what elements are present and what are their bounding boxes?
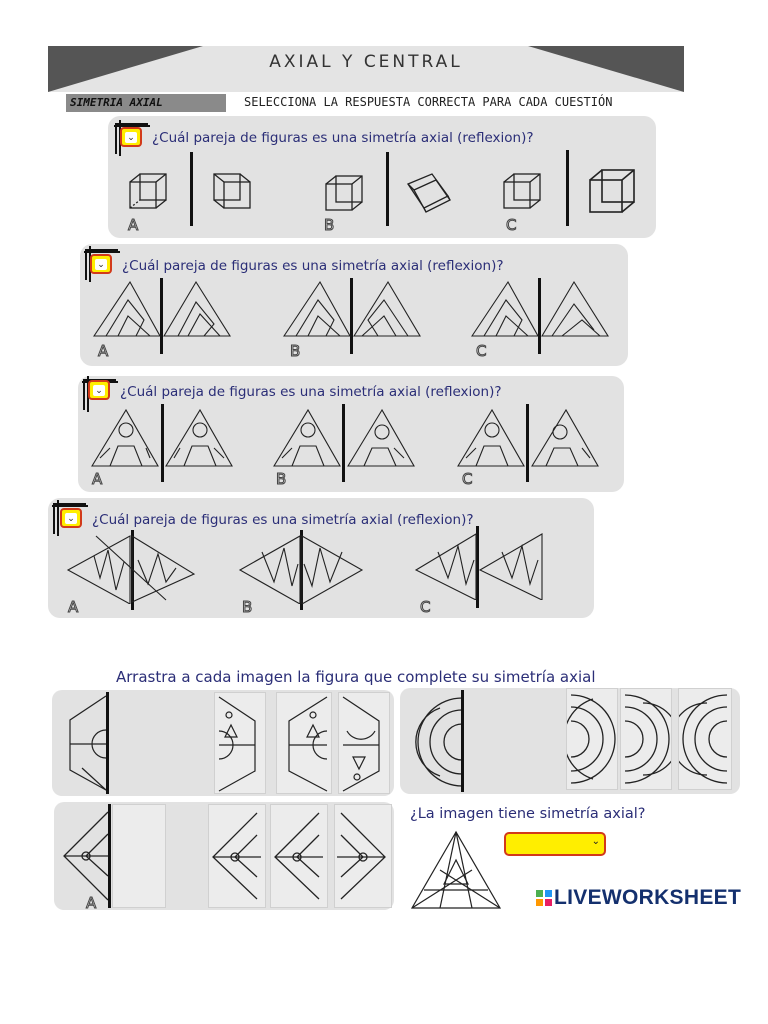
option-label-b: B (289, 342, 301, 361)
draggable-piece[interactable] (620, 688, 680, 790)
cube-figure (503, 173, 541, 209)
rhombus-pair-figure (238, 535, 364, 604)
cube-figure (325, 175, 363, 211)
mirror-line (160, 278, 163, 354)
question-1-panel (108, 116, 656, 238)
half-figure (63, 811, 109, 901)
half-figure (415, 697, 462, 787)
option-label-b: B (323, 216, 335, 235)
option-label-a: A (91, 470, 103, 489)
cube-figure (407, 173, 451, 213)
liveworksheet-logo: LIVEWORKSHEET (536, 886, 741, 910)
mirror-line (566, 150, 569, 226)
chevron-down-icon: ⌄ (93, 385, 105, 396)
draggable-piece[interactable] (338, 692, 390, 794)
mirror-line (461, 690, 464, 792)
question-2-text: ¿Cuál pareja de figuras es una simetría … (122, 258, 504, 274)
section-tag: SIMETRIA AXIAL (66, 94, 226, 112)
draggable-piece[interactable] (563, 688, 618, 790)
answer-dropdown-4[interactable]: ⌄ (60, 508, 82, 528)
mirror-line (538, 278, 541, 354)
mirror-line (386, 152, 389, 226)
question-2-panel (80, 244, 628, 366)
triangle-pair-figure (92, 280, 231, 337)
option-label-a: A (97, 342, 109, 361)
option-label-a: A (127, 216, 139, 235)
mirror-line (161, 404, 164, 482)
mirror-line (476, 526, 479, 608)
question-4-panel (48, 498, 594, 618)
question-4-text: ¿Cuál pareja de figuras es una simetría … (92, 512, 474, 528)
symmetry-question-text: ¿La imagen tiene simetría axial? (410, 806, 646, 822)
rocket-pair-figure (457, 408, 599, 467)
option-label-c: C (419, 598, 431, 617)
answer-dropdown-2[interactable]: ⌄ (90, 254, 112, 274)
cube-figure (213, 173, 251, 209)
option-label-a: A (85, 894, 97, 913)
star-triangle-figure (410, 830, 502, 909)
page-title: AXIAL Y CENTRAL (269, 52, 463, 72)
instruction-text: SELECCIONA LA RESPUESTA CORRECTA PARA CA… (244, 95, 613, 109)
cube-figure (589, 169, 635, 213)
option-label-c: C (475, 342, 487, 361)
option-label-b: B (241, 598, 253, 617)
cube-figure (129, 173, 167, 209)
question-3-panel (78, 376, 624, 492)
mirror-line (342, 404, 345, 482)
draggable-piece[interactable] (270, 804, 328, 908)
rhombus-pair-figure (414, 533, 543, 600)
option-label-c: C (505, 216, 517, 235)
symmetry-answer-select[interactable]: ⌄ (504, 832, 606, 856)
answer-dropdown-1[interactable]: ⌄ (120, 127, 142, 147)
drop-target[interactable] (112, 804, 166, 908)
logo-text: LIVEWORKSHEET (554, 886, 742, 909)
draggable-piece[interactable] (670, 688, 732, 790)
draggable-piece[interactable] (208, 804, 266, 908)
mirror-line (108, 804, 111, 908)
mirror-line (350, 278, 353, 354)
rocket-pair-figure (91, 408, 233, 467)
header-decoration (48, 46, 684, 92)
draggable-piece[interactable] (276, 692, 332, 794)
drag-section-title: Arrastra a cada imagen la figura que com… (116, 668, 596, 686)
question-1-text: ¿Cuál pareja de figuras es una simetría … (152, 130, 534, 146)
draggable-piece[interactable] (334, 804, 392, 908)
triangle-pair-figure (282, 280, 421, 337)
option-label-c: C (461, 470, 473, 489)
logo-mark-icon (536, 890, 552, 906)
corner-mark-icon (52, 500, 88, 536)
mirror-line (190, 152, 193, 226)
question-3-text: ¿Cuál pareja de figuras es una simetría … (120, 384, 502, 400)
chevron-down-icon: ⌄ (125, 132, 137, 143)
chevron-down-icon: ⌄ (591, 836, 600, 847)
draggable-piece[interactable] (214, 692, 266, 794)
rocket-pair-figure (273, 408, 415, 467)
rhombus-pair-figure (66, 535, 196, 604)
chevron-down-icon: ⌄ (65, 513, 77, 524)
option-label-a: A (67, 598, 79, 617)
option-label-b: B (275, 470, 287, 489)
triangle-pair-figure (470, 280, 609, 337)
chevron-down-icon: ⌄ (95, 259, 107, 270)
mirror-line (106, 692, 109, 794)
answer-dropdown-3[interactable]: ⌄ (88, 380, 110, 400)
mirror-line (526, 404, 529, 482)
half-figure (69, 695, 107, 791)
